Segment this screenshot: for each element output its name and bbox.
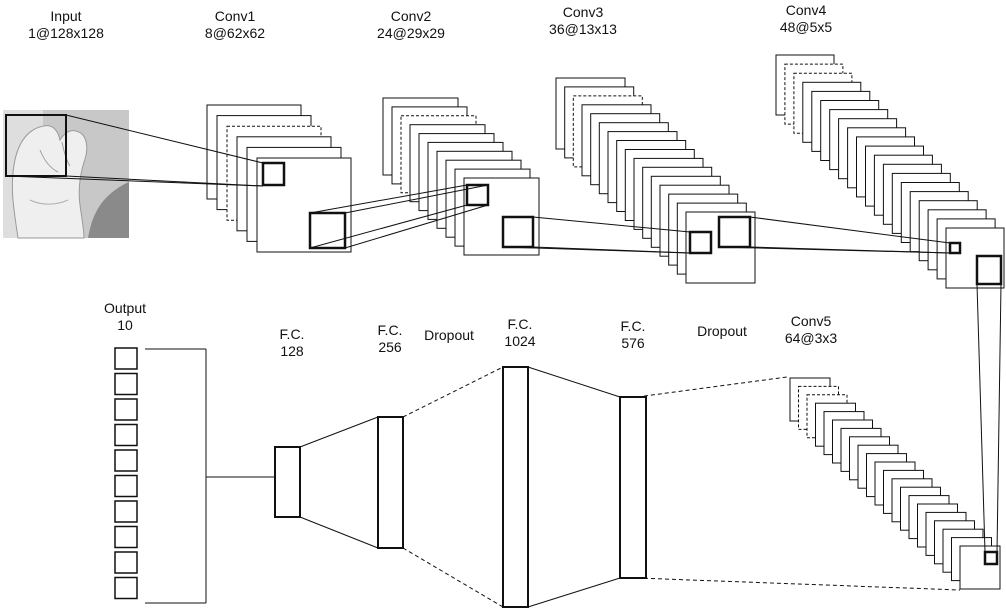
- fc128-name: F.C.: [280, 326, 305, 343]
- output-unit: [115, 501, 137, 522]
- fc576-label: F.C. 576: [621, 318, 646, 352]
- conv4-shape: 48@5x5: [780, 19, 832, 36]
- output-connector: [145, 349, 275, 603]
- conv3-shape: 36@13x13: [549, 21, 617, 38]
- conv1-name: Conv1: [205, 8, 265, 25]
- output-unit: [115, 450, 137, 471]
- conv1-feature-stack: [207, 105, 351, 252]
- conv5-name: Conv5: [785, 313, 837, 330]
- conv5-shape: 64@3x3: [785, 330, 837, 347]
- output-unit: [115, 552, 137, 573]
- conv2-feature-stack: [383, 98, 539, 255]
- fc256-size: 256: [378, 339, 403, 356]
- fc1024-label: F.C. 1024: [504, 316, 535, 350]
- fc-1024-layer: [503, 367, 528, 607]
- fc128-label: F.C. 128: [280, 326, 305, 360]
- output-units: [115, 348, 137, 599]
- fc-576-layer: [620, 397, 646, 578]
- conv4-feature-map: [946, 228, 1004, 288]
- dropout-a-label: Dropout: [424, 327, 474, 344]
- output-unit: [115, 348, 137, 369]
- fc1024-size: 1024: [504, 333, 535, 350]
- conv4-label: Conv4 48@5x5: [780, 2, 832, 36]
- fc128-size: 128: [280, 343, 305, 360]
- fc256-label: F.C. 256: [378, 322, 403, 356]
- input-name: Input: [28, 8, 104, 25]
- conv1-shape: 8@62x62: [205, 25, 265, 42]
- conv2-label: Conv2 24@29x29: [377, 8, 445, 42]
- conv2-shape: 24@29x29: [377, 25, 445, 42]
- fc-256-layer: [378, 417, 403, 548]
- fc-128-layer: [275, 447, 300, 517]
- hand-gesture-photo-icon: [3, 110, 129, 238]
- conv4-name: Conv4: [780, 2, 832, 19]
- conv1-feature-map: [257, 158, 351, 252]
- fc256-name: F.C.: [378, 322, 403, 339]
- conv3-name: Conv3: [549, 4, 617, 21]
- output-unit: [115, 425, 137, 446]
- output-size: 10: [104, 317, 146, 334]
- conv1-label: Conv1 8@62x62: [205, 8, 265, 42]
- output-unit: [115, 476, 137, 497]
- dropout-b-label: Dropout: [697, 323, 747, 340]
- conv5-label: Conv5 64@3x3: [785, 313, 837, 347]
- input-shape: 1@128x128: [28, 25, 104, 42]
- conv4-feature-stack: [776, 55, 1004, 288]
- fc576-size: 576: [621, 335, 646, 352]
- conv5-feature-stack: [790, 378, 1000, 589]
- output-unit: [115, 374, 137, 395]
- conv2-name: Conv2: [377, 8, 445, 25]
- feature-map-stacks: [207, 55, 1004, 589]
- output-name: Output: [104, 300, 146, 317]
- output-label: Output 10: [104, 300, 146, 334]
- fc576-name: F.C.: [621, 318, 646, 335]
- conv3-label: Conv3 36@13x13: [549, 4, 617, 38]
- output-unit: [115, 527, 137, 548]
- output-unit: [115, 578, 137, 599]
- fc1024-name: F.C.: [504, 316, 535, 333]
- input-label: Input 1@128x128: [28, 8, 104, 42]
- output-unit: [115, 399, 137, 420]
